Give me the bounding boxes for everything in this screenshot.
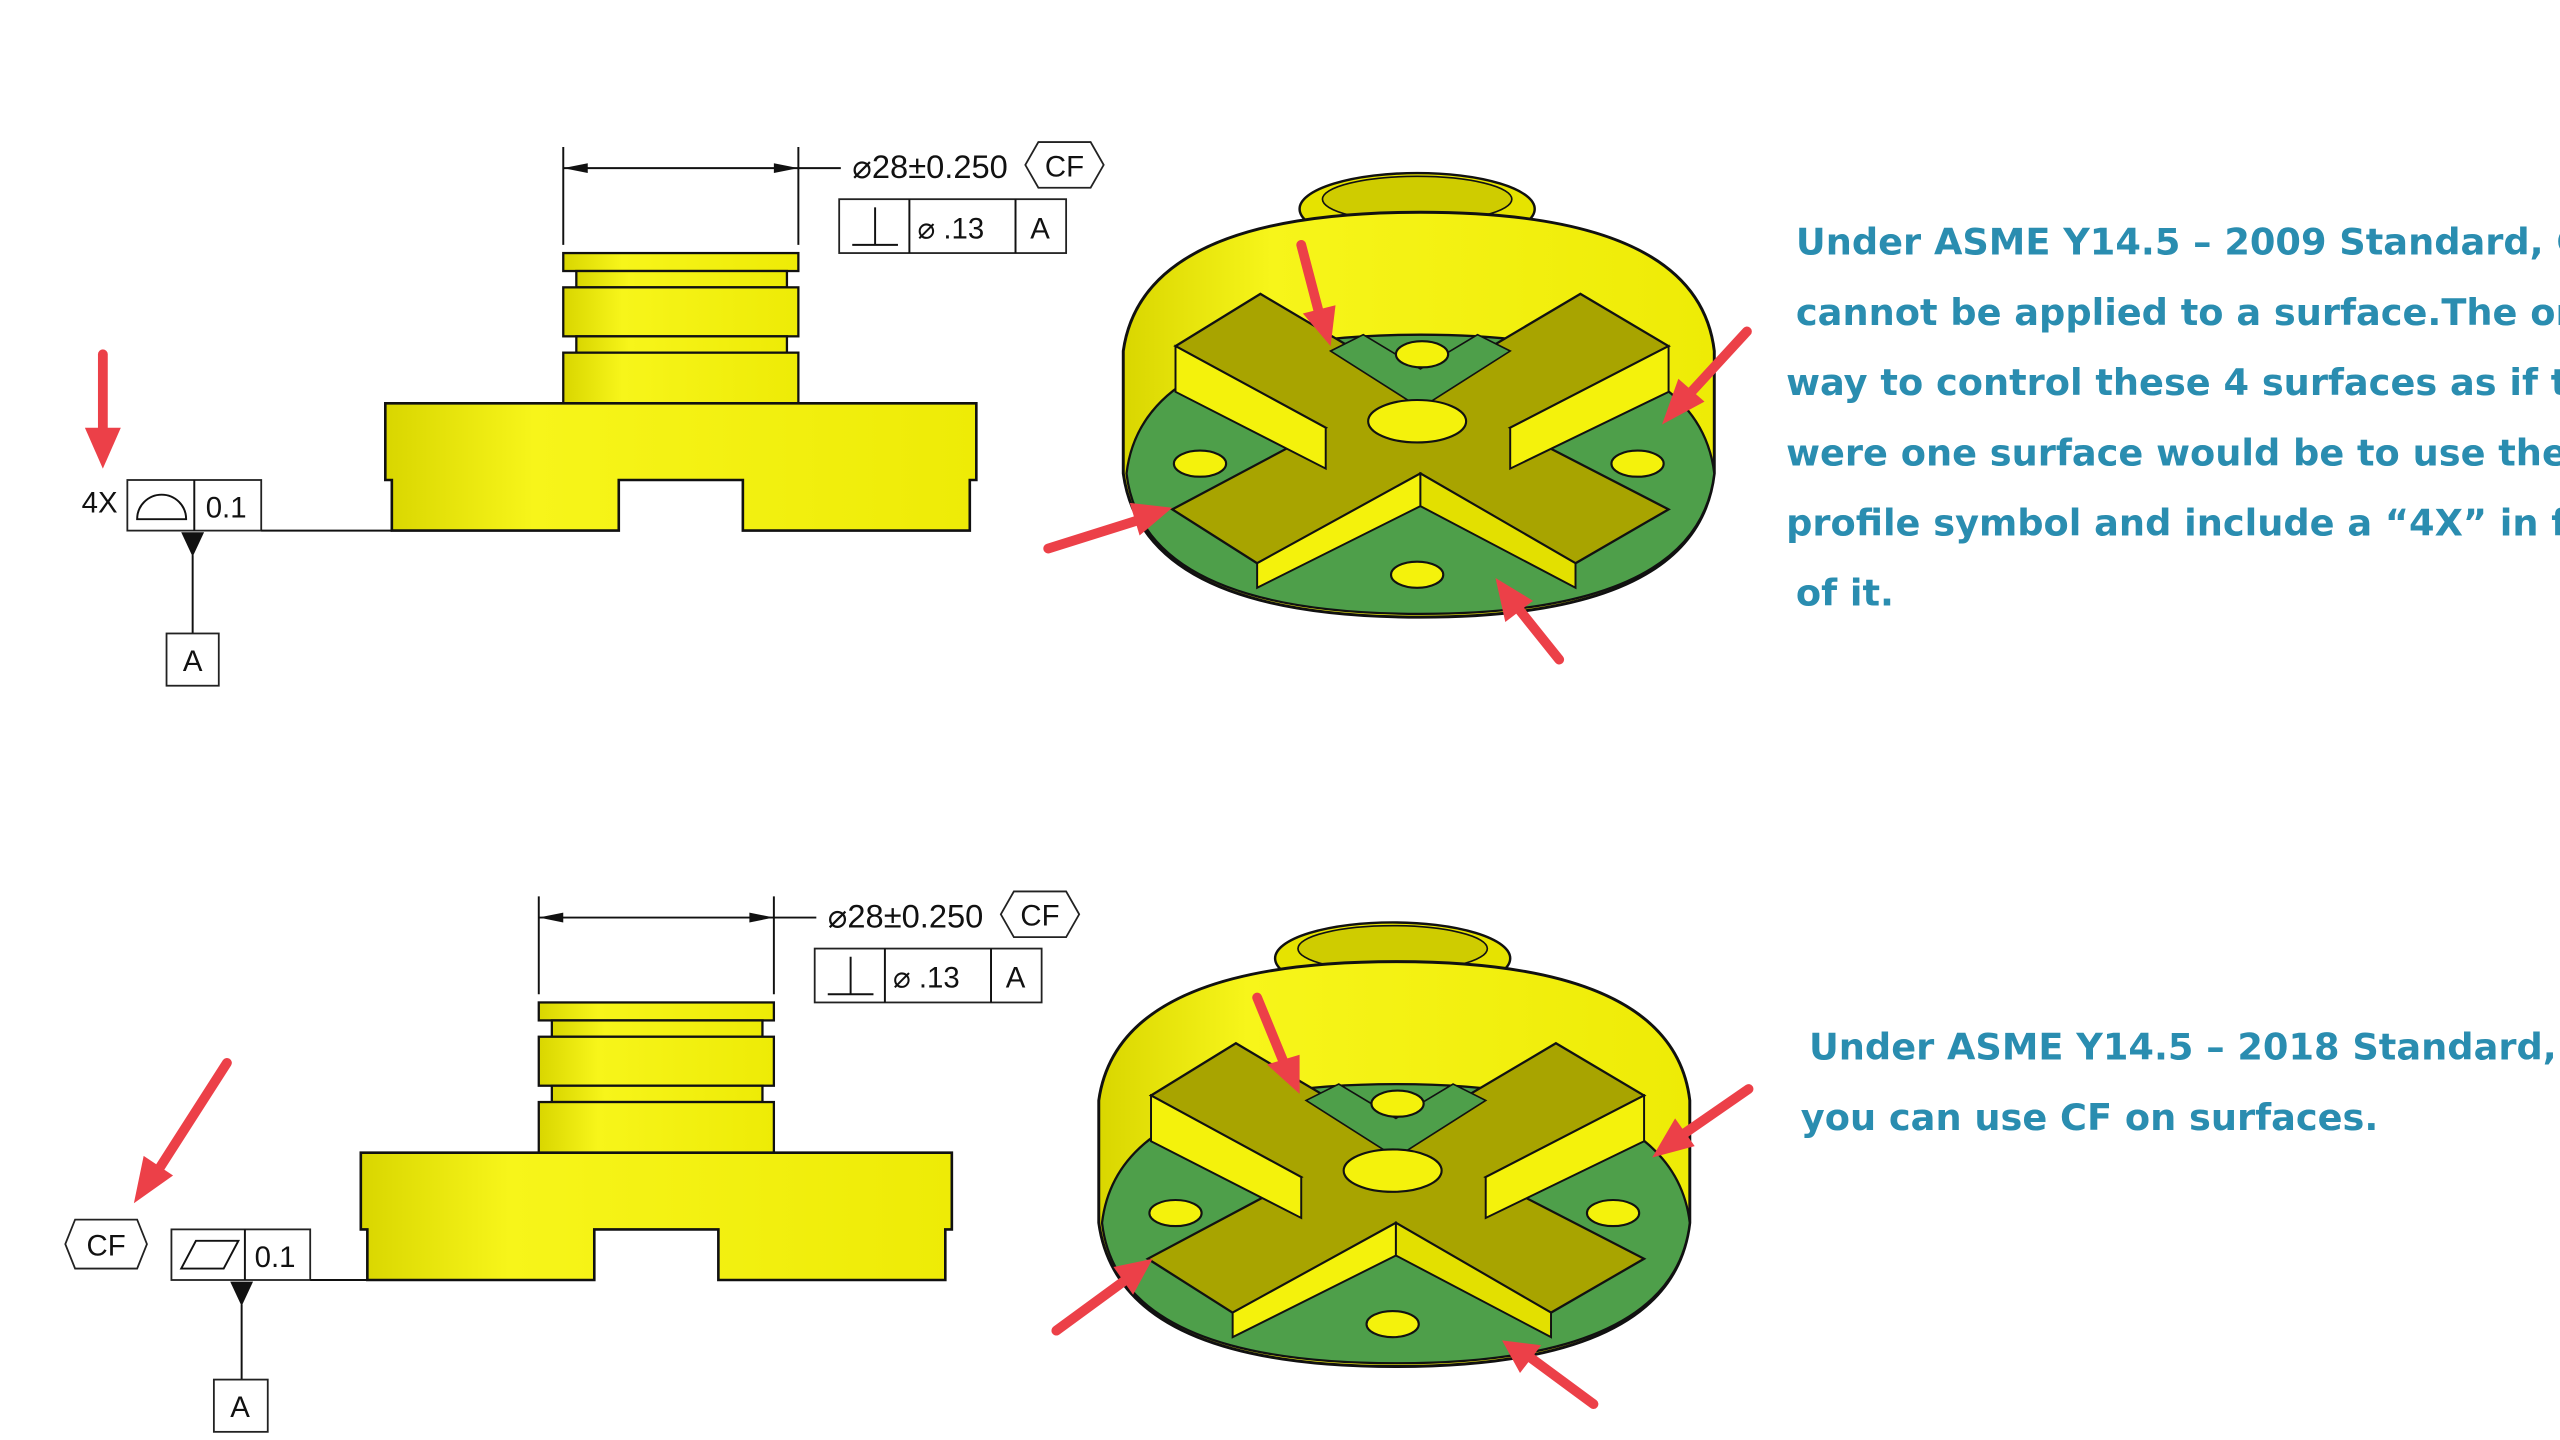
cf-modifier-label: CF: [87, 1230, 126, 1263]
red-arrow-icon: [1495, 577, 1565, 665]
diameter-dimension: ⌀28±0.250: [852, 148, 1008, 185]
4x-count: 4X: [82, 487, 118, 520]
red-arrow-icon: [1051, 1258, 1153, 1336]
fcf-tolerance: ⌀ .13: [918, 212, 985, 245]
top-example: ⌀28±0.250 CF ⌀ .13 A 4X 0.1 A: [82, 141, 2560, 687]
datum-a-box: A: [165, 632, 220, 687]
fcf-tolerance: 0.1: [255, 1241, 296, 1274]
flatness-icon: [179, 1239, 240, 1270]
datum-label: A: [183, 645, 203, 678]
fcf-tolerance: ⌀ .13: [893, 962, 960, 995]
note-line: way to control these 4 surfaces as if th…: [1786, 361, 2560, 404]
perpendicularity-icon: [827, 956, 874, 996]
perpendicularity-fcf: ⌀ .13 A: [838, 198, 1068, 254]
datum-label: A: [230, 1391, 250, 1424]
fcf-tolerance: 0.1: [206, 492, 247, 525]
red-arrow-icon: [1043, 502, 1173, 554]
red-arrow-icon: [133, 1057, 232, 1204]
red-arrow-icon: [1652, 1084, 1754, 1158]
datum-triangle-icon: [181, 532, 205, 557]
note-2009: Under ASME Y14.5 – 2009 Standard, CF can…: [1786, 221, 2560, 615]
note-line: you can use CF on surfaces.: [1801, 1096, 2379, 1139]
note-line: were one surface would be to use the: [1786, 431, 2560, 474]
cf-modifier-label: CF: [1020, 900, 1059, 933]
cf-modifier: CF: [999, 890, 1081, 939]
note-line: profile symbol and include a “4X” in fro…: [1786, 502, 2560, 545]
datum-a-box: A: [212, 1378, 269, 1433]
perpendicularity-icon: [852, 207, 898, 246]
red-arrow-icon: [1252, 992, 1300, 1094]
note-line: Under ASME Y14.5 – 2018 Standard,: [1809, 1026, 2557, 1069]
cf-modifier-label: CF: [1045, 150, 1084, 183]
cf-modifier: CF: [1024, 141, 1105, 189]
red-arrow-icon: [84, 349, 121, 469]
cf-surface-modifier: CF: [64, 1218, 148, 1270]
red-arrow-icon: [1296, 240, 1336, 347]
part-3d-view: [1097, 920, 1692, 1369]
note-line: of it.: [1796, 572, 1894, 615]
bottom-example: ⌀28±0.250 CF ⌀ .13 A CF 0.1 A: [64, 890, 2557, 1433]
diameter-dimension: ⌀28±0.250: [828, 897, 984, 934]
red-arrow-icon: [1662, 326, 1752, 425]
datum-triangle-icon: [230, 1281, 254, 1307]
note-2018: Under ASME Y14.5 – 2018 Standard, you ca…: [1801, 1026, 2557, 1139]
flatness-fcf: 0.1: [170, 1228, 312, 1281]
profile-fcf: 0.1: [126, 479, 263, 532]
note-line: cannot be applied to a surface.The only: [1796, 291, 2560, 334]
fcf-datum: A: [1006, 962, 1026, 995]
fcf-datum: A: [1030, 212, 1050, 245]
red-arrow-icon: [1502, 1340, 1599, 1409]
part-3d-view: [1121, 171, 1716, 619]
note-line: Under ASME Y14.5 – 2009 Standard, CF: [1796, 221, 2560, 264]
profile-surface-icon: [136, 493, 188, 521]
perpendicularity-fcf: ⌀ .13 A: [813, 947, 1043, 1004]
